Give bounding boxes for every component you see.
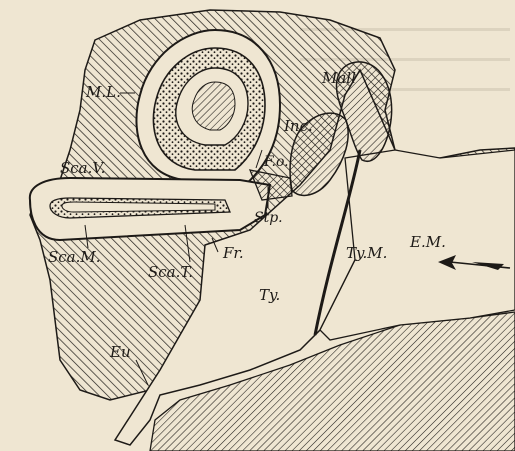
label-ml: M.L.: [85, 83, 121, 101]
label-em: E.M.: [409, 233, 446, 251]
label-scat: Sca.T.: [148, 263, 193, 281]
label-ty: Ty.: [259, 286, 280, 304]
label-tym: Ty.M.: [346, 244, 387, 262]
cochlea: [30, 178, 270, 240]
label-scam: Sca.M.: [48, 248, 101, 266]
label-fo: F.o.: [263, 154, 289, 170]
label-mall: Mall: [321, 69, 356, 87]
label-scav: Sca.V.: [60, 159, 105, 177]
label-inc: Inc.: [283, 117, 313, 135]
label-stp: Stp.: [254, 210, 283, 226]
label-fr: Fr.: [222, 244, 244, 262]
label-eu: Eu: [109, 343, 131, 361]
